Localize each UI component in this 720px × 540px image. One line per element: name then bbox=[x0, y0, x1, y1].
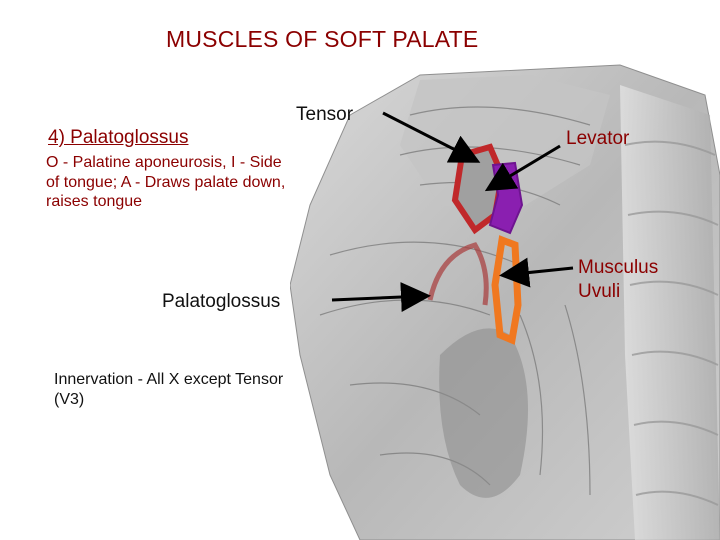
muscle-description: O - Palatine aponeurosis, I - Side of to… bbox=[46, 154, 286, 210]
levator-label: Levator bbox=[566, 128, 630, 149]
section-heading: 4) Palatoglossus bbox=[48, 127, 189, 148]
musculus-uvuli-label: Musculus Uvuli bbox=[578, 257, 659, 302]
innervation-note: Innervation - All X except Tensor (V3) bbox=[54, 371, 284, 408]
tensor-label: Tensor bbox=[296, 104, 354, 125]
palatoglossus-label: Palatoglossus bbox=[162, 291, 281, 312]
slide-title: MUSCLES OF SOFT PALATE bbox=[166, 26, 479, 52]
